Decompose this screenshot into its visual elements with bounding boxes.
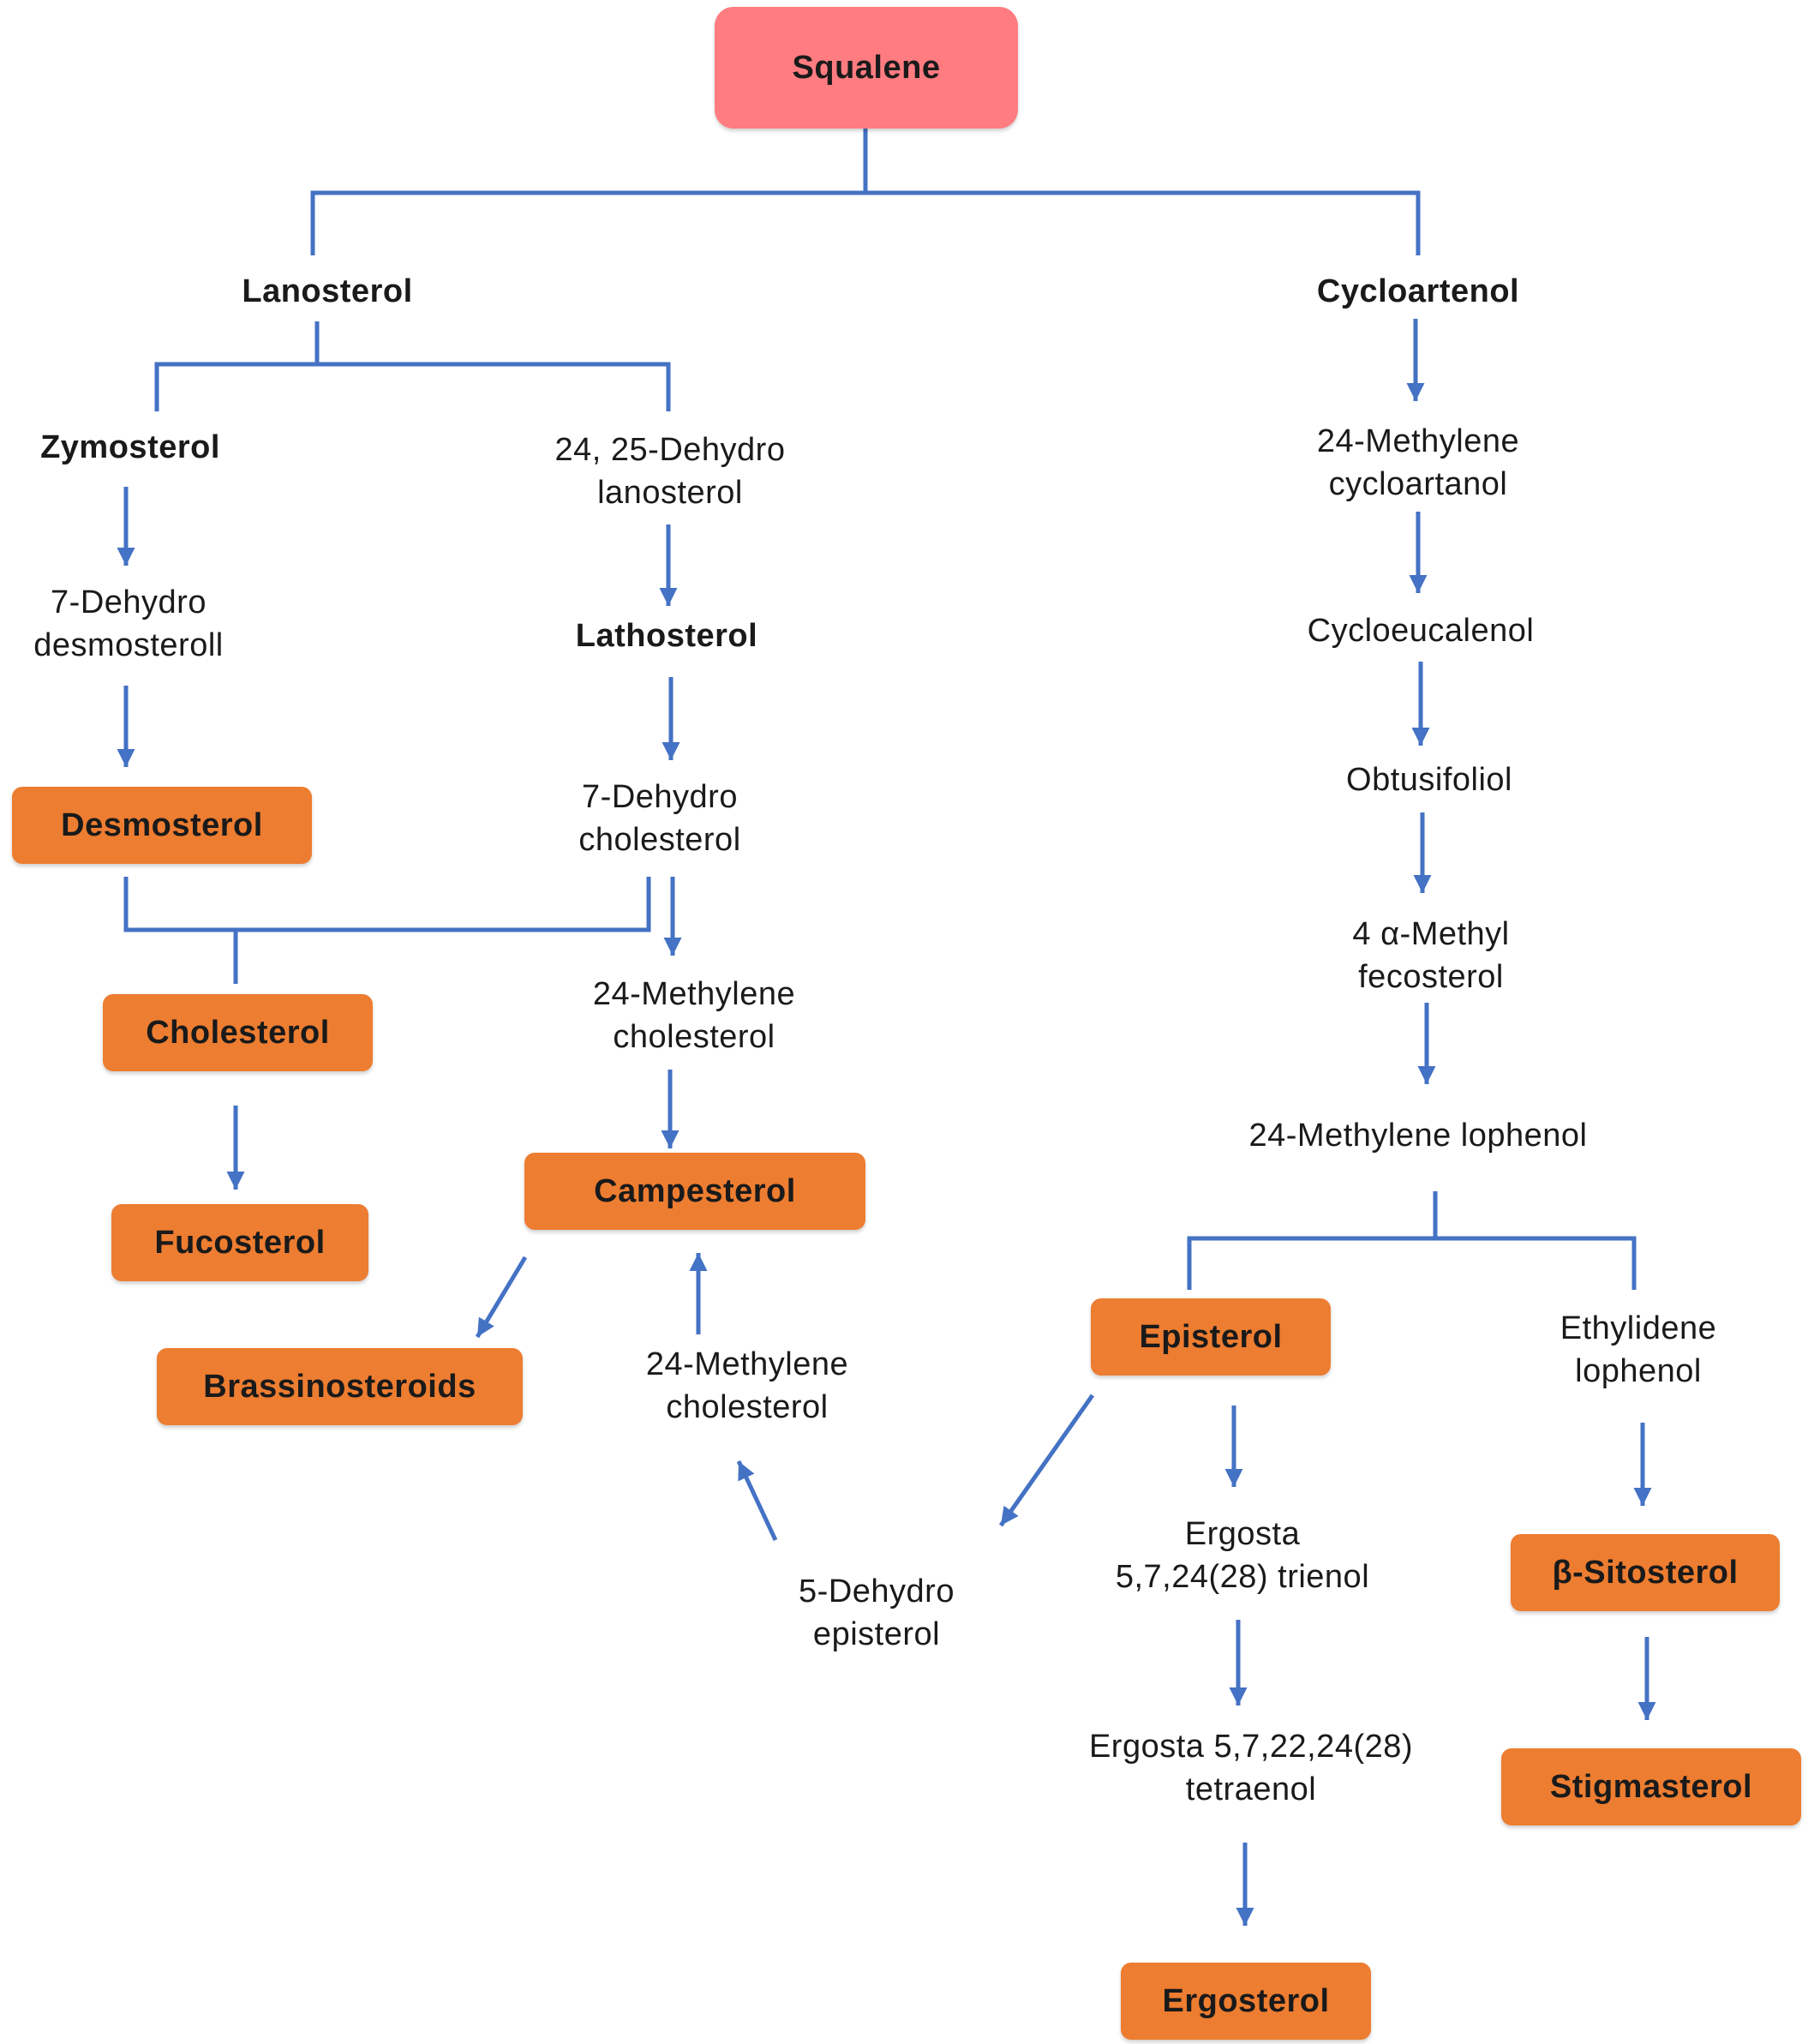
episterol-label: Episterol	[1139, 1318, 1283, 1355]
episterol-box: Episterol	[1091, 1298, 1331, 1376]
campesterol-box: Campesterol	[524, 1153, 865, 1230]
campesterol-label: Campesterol	[594, 1172, 796, 1209]
ergosta-trienol-line-2: 5,7,24(28) trienol	[1115, 1559, 1370, 1595]
ethylidene-lophenol-line-2: lophenol	[1575, 1353, 1702, 1389]
desmosterol-label: Desmosterol	[61, 806, 263, 843]
cycloartenol-node: Cycloartenol	[1317, 270, 1519, 313]
zymosterol-label: Zymosterol	[40, 429, 220, 465]
arrow-dehydro-episterol-to-methylene-cholesterol	[736, 1460, 778, 1542]
methylene-cholesterol-2-line-2: cholesterol	[666, 1389, 829, 1425]
cholesterol-label: Cholesterol	[146, 1014, 330, 1051]
methylene-cycloartanol-line-2: cycloartanol	[1328, 466, 1508, 502]
methylene-cycloartanol-line-1: 24-Methylene	[1316, 423, 1520, 459]
dehydro-episterol-node: 5-Dehydro episterol	[799, 1570, 955, 1656]
fucosterol-box: Fucosterol	[111, 1204, 368, 1281]
squalene-label: Squalene	[792, 49, 941, 86]
cycloeucalenol-label: Cycloeucalenol	[1307, 613, 1535, 649]
ergosta-tetraenol-node: Ergosta 5,7,22,24(28) tetraenol	[1089, 1725, 1413, 1811]
methylene-cholesterol-1-line-2: cholesterol	[613, 1019, 775, 1055]
connector-layer	[117, 129, 1656, 1926]
lanosterol-branch-connector	[154, 362, 671, 411]
ergosterol-label: Ergosterol	[1162, 1982, 1330, 2019]
methylene-cholesterol-node-2: 24-Methylene cholesterol	[646, 1343, 848, 1429]
methylene-lophenol-label: 24-Methylene lophenol	[1248, 1118, 1588, 1154]
stigmasterol-box: Stigmasterol	[1501, 1748, 1801, 1825]
dehydro-episterol-line-1: 5-Dehydro	[799, 1573, 955, 1609]
dehydro-desmosterol-node: 7-Dehydro desmosteroll	[33, 581, 223, 667]
dehydro-cholesterol-line-2: cholesterol	[578, 822, 741, 858]
cycloeucalenol-node: Cycloeucalenol	[1308, 609, 1535, 652]
dehydro-lanosterol-line-2: lanosterol	[597, 475, 743, 511]
methyl-fecosterol-node: 4 α-Methyl fecosterol	[1352, 913, 1509, 998]
lanosterol-node: Lanosterol	[242, 270, 412, 313]
sitosterol-box: β-Sitosterol	[1511, 1534, 1780, 1611]
dehydro-lanosterol-line-1: 24, 25-Dehydro	[554, 432, 786, 468]
lophenol-branch-connector	[1187, 1236, 1637, 1290]
methylene-lophenol-node: 24-Methylene lophenol	[1249, 1114, 1588, 1157]
dehydro-lanosterol-node: 24, 25-Dehydro lanosterol	[555, 429, 786, 514]
cholesterol-box: Cholesterol	[103, 994, 373, 1071]
dehydro-desmosterol-line-2: desmosteroll	[33, 627, 224, 663]
cholesterol-join-connector	[123, 877, 651, 932]
methylene-cholesterol-node-1: 24-Methylene cholesterol	[593, 973, 795, 1058]
methylene-cholesterol-2-line-1: 24-Methylene	[645, 1346, 849, 1382]
methylene-cholesterol-1-line-1: 24-Methylene	[592, 976, 796, 1012]
obtusifoliol-label: Obtusifoliol	[1346, 762, 1512, 798]
brassinosteroids-box: Brassinosteroids	[157, 1348, 523, 1425]
sitosterol-label: β-Sitosterol	[1552, 1554, 1739, 1591]
zymosterol-node: Zymosterol	[40, 426, 220, 469]
fucosterol-label: Fucosterol	[154, 1224, 326, 1261]
brassinosteroids-label: Brassinosteroids	[203, 1368, 476, 1405]
ethylidene-lophenol-line-1: Ethylidene	[1560, 1310, 1717, 1346]
lanosterol-label: Lanosterol	[242, 273, 413, 309]
lathosterol-label: Lathosterol	[575, 618, 758, 654]
stigmasterol-label: Stigmasterol	[1549, 1768, 1753, 1805]
squalene-box: Squalene	[715, 7, 1018, 129]
ethylidene-lophenol-node: Ethylidene lophenol	[1560, 1307, 1716, 1393]
obtusifoliol-node: Obtusifoliol	[1346, 758, 1512, 801]
dehydro-desmosterol-line-1: 7-Dehydro	[51, 584, 207, 620]
ergosta-tetraenol-line-2: tetraenol	[1185, 1771, 1317, 1807]
methyl-fecosterol-line-2: fecosterol	[1358, 959, 1504, 995]
squalene-branch-connector	[310, 190, 1421, 255]
arrow-campesterol-to-brassinosteroids	[475, 1256, 528, 1339]
methylene-cycloartanol-node: 24-Methylene cycloartanol	[1317, 420, 1519, 506]
arrow-episterol-to-dehydro-episterol	[998, 1394, 1095, 1527]
ergosta-tetraenol-line-1: Ergosta 5,7,22,24(28)	[1088, 1729, 1414, 1765]
cycloartenol-label: Cycloartenol	[1316, 273, 1520, 309]
methyl-fecosterol-line-1: 4 α-Methyl	[1352, 916, 1510, 952]
dehydro-cholesterol-node: 7-Dehydro cholesterol	[578, 776, 740, 861]
ergosta-trienol-line-1: Ergosta	[1184, 1516, 1301, 1552]
lathosterol-node: Lathosterol	[576, 614, 757, 657]
dehydro-cholesterol-line-1: 7-Dehydro	[582, 779, 738, 815]
ergosterol-box: Ergosterol	[1121, 1963, 1371, 2040]
ergosta-trienol-node: Ergosta 5,7,24(28) trienol	[1116, 1513, 1369, 1598]
desmosterol-box: Desmosterol	[12, 787, 312, 864]
dehydro-episterol-line-2: episterol	[812, 1616, 941, 1652]
